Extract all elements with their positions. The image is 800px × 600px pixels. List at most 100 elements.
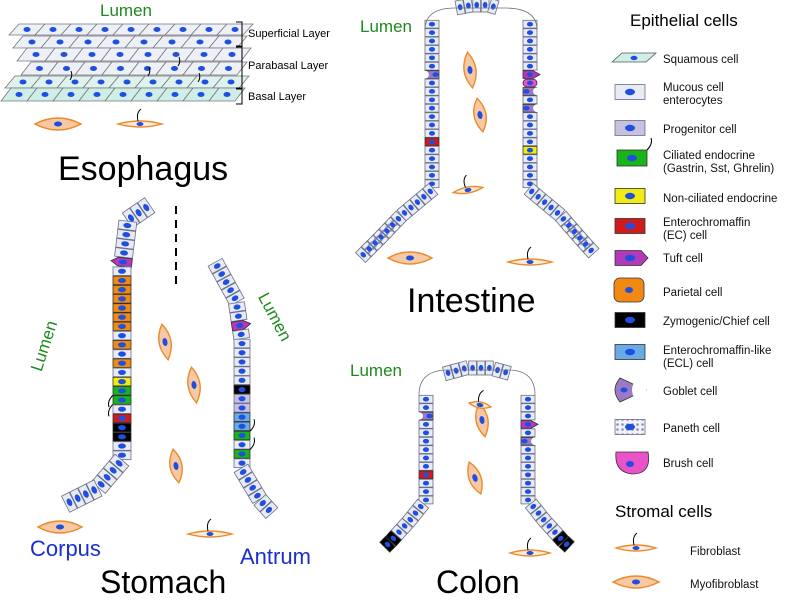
non-ciliated-endocrine-icon xyxy=(614,188,646,204)
epithelial-cell xyxy=(112,330,132,341)
epithelial-cell xyxy=(228,301,247,313)
epithelial-cell xyxy=(418,453,434,463)
epithelial-cell xyxy=(96,467,118,488)
layer-bracket xyxy=(236,21,243,47)
epithelial-cell xyxy=(546,524,564,541)
epithelial-cell xyxy=(418,420,434,429)
layer-bracket xyxy=(236,46,243,89)
epithelial-cell xyxy=(233,384,251,395)
stomach-myofibroblast xyxy=(169,448,183,484)
epithelial-cell xyxy=(366,234,384,252)
epithelial-cell xyxy=(61,491,78,513)
legend-mucous-label: Mucous cell enterocytes xyxy=(663,82,724,107)
epithelial-cell xyxy=(536,193,553,211)
corpus-label: Corpus xyxy=(30,536,101,561)
intestine-fibroblast xyxy=(505,246,555,266)
colon-title: Colon xyxy=(436,564,520,600)
epithelial-cell xyxy=(441,364,455,382)
epithelial-cells-title: Epithelial cells xyxy=(630,11,738,30)
epithelial-cell xyxy=(233,375,251,386)
epithelial-cell xyxy=(424,95,440,105)
esophagus-lumen-label: Lumen xyxy=(100,1,152,20)
epithelial-cell xyxy=(401,511,419,528)
epithelial-cell xyxy=(522,112,538,121)
legend-parietal-label: Parietal cell xyxy=(663,287,723,299)
legend-goblet-label: Goblet cell xyxy=(663,386,718,398)
epithelial-cell xyxy=(390,524,408,541)
intestine-myofibroblast xyxy=(473,97,487,133)
epithelial-cell xyxy=(522,78,538,88)
goblet-cell-icon xyxy=(614,376,647,404)
epithelial-cell xyxy=(422,182,439,200)
intestine-myofibroblast xyxy=(386,251,434,265)
epithelial-cell xyxy=(418,470,434,480)
epithelial-cell xyxy=(220,282,241,299)
epithelial-cell xyxy=(560,217,578,234)
epithelial-cell xyxy=(522,87,541,96)
layer-bracket xyxy=(236,88,243,105)
progenitor-cell-icon xyxy=(614,120,646,136)
intestine-fibroblast xyxy=(451,174,485,195)
epithelial-cell xyxy=(424,154,440,163)
epithelial-cell xyxy=(424,162,440,172)
legend-progenitor-label: Progenitor cell xyxy=(663,124,737,136)
epithelial-cell xyxy=(418,428,434,438)
epithelial-cell xyxy=(520,453,536,463)
epithelial-cell xyxy=(520,436,539,446)
epithelial-cell xyxy=(407,505,424,522)
epithelial-cell xyxy=(522,28,538,37)
colon-lumen-label: Lumen xyxy=(350,361,402,380)
epithelial-cell xyxy=(522,120,538,130)
epithelial-cell xyxy=(522,61,538,71)
esophagus-epithelium xyxy=(0,23,254,131)
epithelial-cell xyxy=(552,530,569,547)
epithelial-cell xyxy=(558,535,575,553)
epithelial-cell xyxy=(112,376,132,387)
epithelial-cell xyxy=(354,246,372,264)
colon-myofibroblast xyxy=(475,402,489,438)
epithelial-cell xyxy=(424,53,440,63)
epithelial-cell xyxy=(112,340,132,350)
intestine-myofibroblast xyxy=(463,50,477,90)
intestine-lumen-label: Lumen xyxy=(360,17,412,36)
epithelial-cell xyxy=(108,386,132,408)
epithelial-cell xyxy=(535,511,553,528)
epithelial-cell xyxy=(520,420,539,429)
epithelial-cell xyxy=(233,440,251,450)
legend-tuft-label: Tuft cell xyxy=(663,253,703,265)
epithelial-cell xyxy=(571,229,589,247)
epithelial-cell xyxy=(424,28,440,37)
epithelial-cell xyxy=(424,19,440,29)
enterochromaffin-icon xyxy=(614,218,646,234)
parabasal-layer-label: Parabasal Layer xyxy=(248,60,329,72)
epithelial-cell xyxy=(565,223,583,240)
epithelial-cell xyxy=(137,197,156,219)
epithelial-cell xyxy=(522,36,538,46)
epithelial-cell xyxy=(112,413,132,424)
epithelial-cell xyxy=(390,210,407,227)
esophagus-title: Esophagus xyxy=(58,150,229,188)
intestine-epithelium xyxy=(354,0,600,266)
epithelial-cell xyxy=(577,235,594,253)
epithelial-cell xyxy=(112,358,132,368)
epithelial-cell xyxy=(233,419,255,441)
epithelial-cell xyxy=(418,478,434,488)
colon-fibroblast xyxy=(507,537,553,557)
epithelial-cell xyxy=(522,95,538,105)
epithelial-cell xyxy=(524,498,542,515)
epithelial-cell xyxy=(418,403,434,412)
epithelial-cell xyxy=(522,45,538,54)
esophagus-myofibroblast xyxy=(33,117,83,131)
colon-epithelium xyxy=(379,360,575,557)
epithelial-cell xyxy=(233,357,251,367)
esophagus-fibroblast xyxy=(115,108,165,128)
layer-brackets xyxy=(236,21,243,105)
epithelial-cell xyxy=(112,441,132,451)
epithelial-cell xyxy=(90,474,112,494)
epithelial-cell xyxy=(225,290,245,307)
epithelial-cell xyxy=(522,70,541,79)
epithelial-cell xyxy=(424,112,440,121)
epithelial-cell xyxy=(485,360,494,376)
epithelial-cell xyxy=(522,129,538,138)
